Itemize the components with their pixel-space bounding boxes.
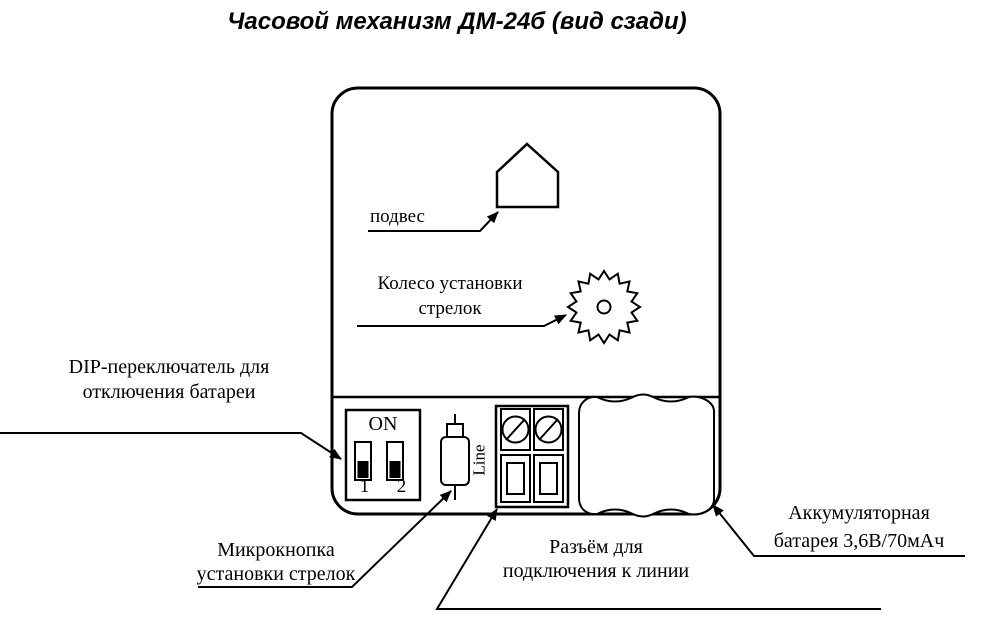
dip-switch-number-1: 1: [359, 476, 370, 497]
terminal-left-opening: [506, 462, 525, 495]
dip-switch-numbers: 1 2: [346, 476, 420, 498]
hanger-shape: [495, 142, 560, 209]
micro-button-label-line2: установки стрелок: [196, 563, 356, 585]
line-terminal-label-text: Line: [470, 444, 489, 476]
button-leader-arrow: [198, 490, 452, 588]
screw-left-slot: [505, 418, 526, 441]
line-connector-label: Разъём для подключения к линии: [470, 535, 722, 583]
dip-leader-arrow: [0, 432, 342, 460]
micro-button-label: Микрокнопка установки стрелок: [176, 538, 376, 586]
dip-switch-label-line1: DIP-переключатель для: [68, 356, 270, 378]
setting-wheel-label: Колесо установки стрелок: [352, 271, 548, 321]
dip-switch-1-slider: [357, 461, 369, 478]
dip-switch-2-slider: [389, 461, 401, 478]
battery-shape: [578, 393, 716, 518]
screw-right-slot: [538, 418, 559, 441]
battery-leader-arrow: [712, 504, 965, 557]
micro-button-body: [440, 436, 470, 486]
dip-switch-label: DIP-переключатель для отключения батареи: [28, 355, 310, 405]
micro-button-cap: [446, 423, 464, 438]
line-connector-label-line2: подключения к линии: [502, 560, 690, 582]
dip-switch-label-line2: отключения батареи: [82, 381, 256, 403]
wheel-leader-arrow: [357, 314, 567, 327]
battery-label-line1: Аккумуляторная: [788, 502, 930, 524]
dip-on-label: ON: [368, 413, 398, 435]
battery-label-line2: батарея 3,6В/70мАч: [773, 530, 945, 552]
diagram-title: Часовой механизм ДМ-24б (вид сзади): [227, 8, 687, 35]
line-terminal-label: Line: [468, 432, 492, 488]
battery-label: Аккумуляторная батарея 3,6В/70мАч: [752, 499, 966, 555]
setting-wheel-label-line1: Колесо установки: [377, 273, 523, 294]
micro-button-label-line1: Микрокнопка: [217, 539, 335, 561]
line-connector-label-line1: Разъём для: [549, 536, 643, 558]
hanger-leader-arrow: [368, 211, 499, 232]
setting-wheel-label-line2: стрелок: [418, 298, 482, 319]
connector-leader-arrow: [435, 508, 881, 610]
terminal-right-opening: [539, 462, 558, 495]
hanger-label: подвес: [370, 206, 425, 227]
dip-switch-number-2: 2: [396, 476, 407, 497]
setting-wheel-hub: [596, 299, 612, 315]
